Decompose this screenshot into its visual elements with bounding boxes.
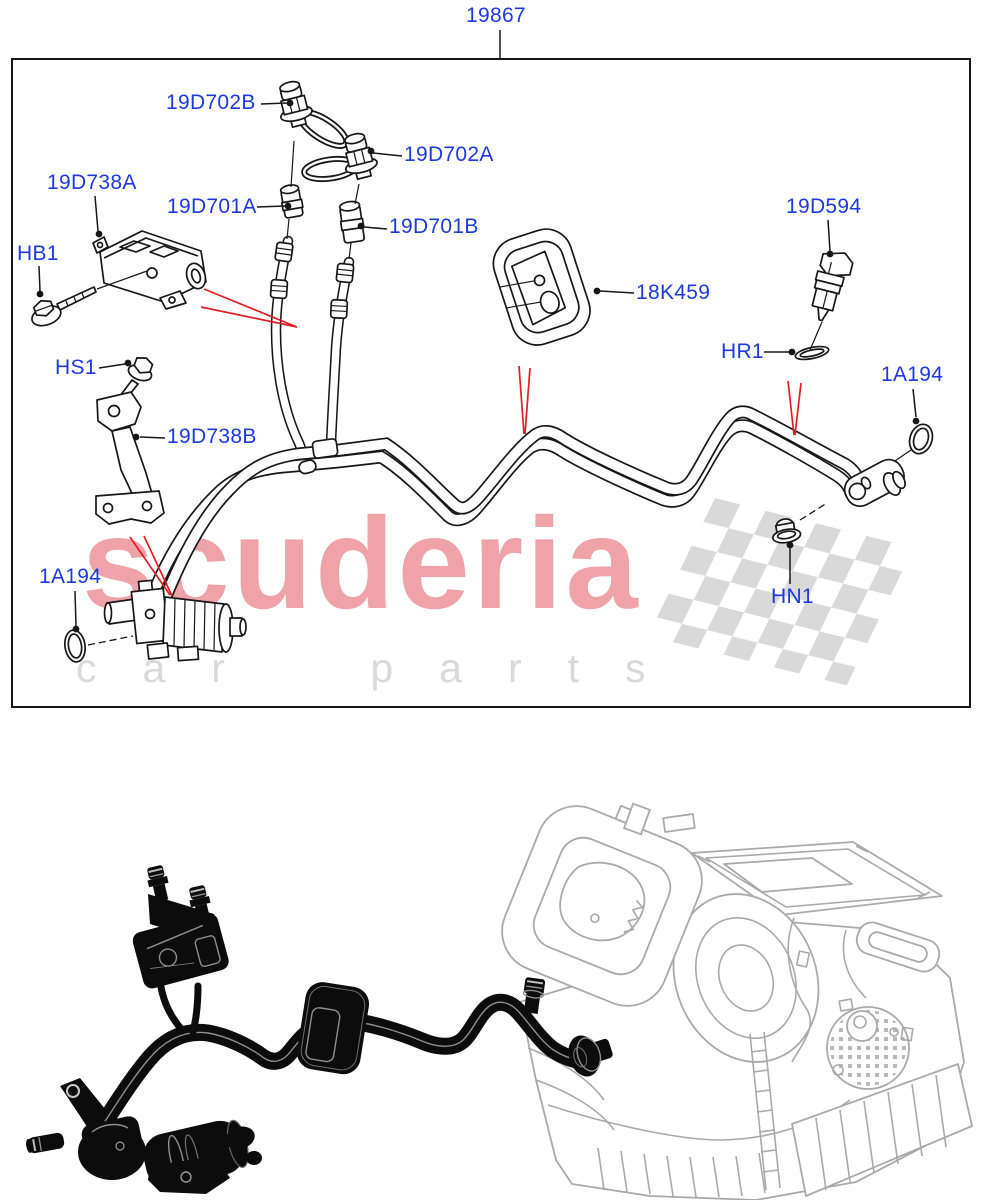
- figure-frame: [11, 58, 971, 708]
- valve-core-19d701b-drawing: [338, 200, 366, 244]
- oring-1a194-right-drawing: [908, 423, 934, 455]
- part-label-hs1[interactable]: HS1: [55, 356, 97, 379]
- oring-hr1-drawing: [794, 345, 830, 361]
- part-label-19d701a[interactable]: 19D701A: [167, 195, 257, 218]
- exploded-view: [11, 30, 971, 708]
- red-pointer-arrows: [129, 288, 802, 597]
- part-label-hb1[interactable]: HB1: [17, 242, 59, 265]
- part-label-1a194-right[interactable]: 1A194: [881, 363, 944, 386]
- module-19d738a-drawing: [92, 230, 207, 310]
- ac-lines-assembly-drawing: [26, 865, 613, 1194]
- expansion-valve-drawing: [103, 579, 247, 662]
- part-label-19d738a[interactable]: 19D738A: [47, 171, 137, 194]
- bolt-hb1-drawing: [31, 270, 148, 327]
- leader-lines: [36, 99, 920, 633]
- pipe-end-fitting-drawing: [843, 449, 912, 508]
- valve-19d702a-drawing: [301, 132, 378, 183]
- part-label-19d702b[interactable]: 19D702B: [166, 91, 256, 114]
- sensor-19d594-drawing: [809, 252, 854, 351]
- part-label-18k459[interactable]: 18K459: [636, 281, 711, 304]
- part-label-19d701b[interactable]: 19D701B: [389, 215, 479, 238]
- part-label-19867[interactable]: 19867: [466, 4, 526, 27]
- part-label-1a194-left[interactable]: 1A194: [39, 565, 102, 588]
- part-label-hr1[interactable]: HR1: [721, 340, 764, 363]
- oring-1a194-left-drawing: [64, 629, 86, 663]
- checkered-flag-watermark: [647, 497, 914, 686]
- part-label-19d594[interactable]: 19D594: [786, 195, 862, 218]
- part-label-19d738b[interactable]: 19D738B: [167, 425, 257, 448]
- ac-pipes-drawing: [148, 405, 867, 601]
- bracket-19d738b-drawing: [95, 391, 165, 525]
- watermark-subtitle: car parts: [76, 645, 692, 691]
- nut-hn1-drawing: [772, 518, 802, 544]
- hvac-unit-drawing: [501, 802, 973, 1200]
- connector-18k459-drawing: [492, 228, 591, 346]
- part-label-hn1[interactable]: HN1: [771, 585, 814, 608]
- installed-view: [26, 802, 973, 1200]
- charge-hoses-drawing: [269, 235, 355, 468]
- valve-19d702b-drawing: [279, 80, 350, 149]
- valve-core-19d701a-drawing: [279, 184, 304, 219]
- part-label-19d702a[interactable]: 19D702A: [404, 143, 494, 166]
